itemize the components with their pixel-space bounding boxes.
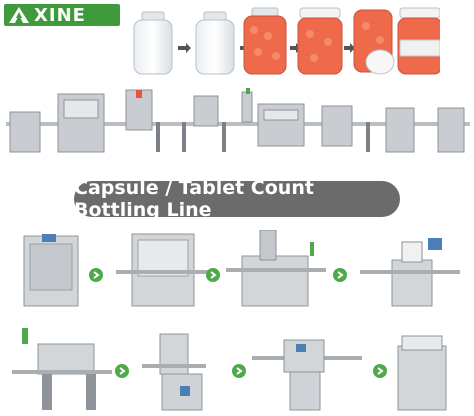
bottle-empty-icon <box>195 11 235 75</box>
brand-logo: XINE <box>4 4 120 26</box>
sleeve-labeling-machine <box>252 339 362 411</box>
page-title: Capsule / Tablet Count Bottling Line <box>74 177 400 221</box>
chevron-right-icon <box>115 364 129 378</box>
arrow-icon <box>178 43 191 53</box>
bottle-sequence <box>133 7 440 75</box>
bottle-filled-icon <box>243 7 287 75</box>
machine-row-2 <box>12 328 447 411</box>
labeling-machine <box>142 333 206 411</box>
logo-mark-icon <box>4 4 34 26</box>
bottle-capped-icon <box>297 7 343 75</box>
chevron-right-icon <box>373 364 387 378</box>
bottle-unscrambler-machine <box>23 234 79 307</box>
chevron-right-icon <box>333 268 347 282</box>
collecting-table-machine <box>397 335 447 411</box>
tablet-counting-machine <box>226 230 326 307</box>
bottle-labeled-icon <box>397 7 440 75</box>
induction-sealing-machine <box>12 328 112 410</box>
machine-row-1 <box>23 230 460 307</box>
arrow-icon <box>344 43 355 53</box>
chevron-right-icon <box>206 268 220 282</box>
bottle-empty-icon <box>133 11 173 75</box>
bottle-cleaning-machine <box>116 233 212 307</box>
chevron-right-icon <box>89 268 103 282</box>
capping-machine <box>360 238 460 307</box>
bottle-sealed-icon <box>353 9 395 75</box>
logo-text: XINE <box>34 4 86 26</box>
chevron-right-icon <box>232 364 246 378</box>
production-line-image <box>6 88 470 153</box>
